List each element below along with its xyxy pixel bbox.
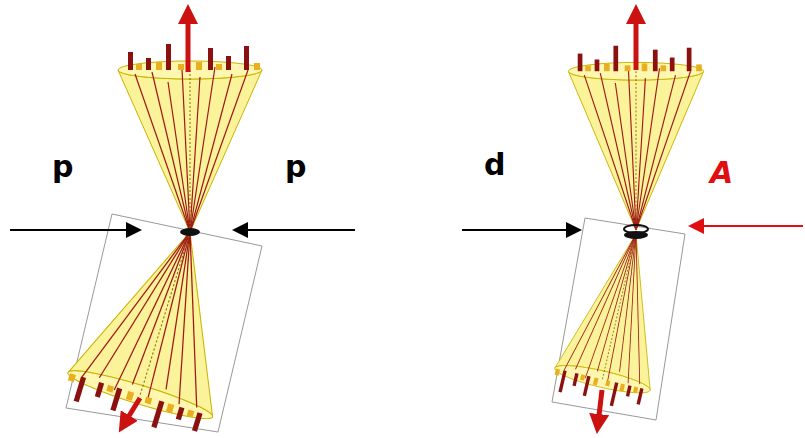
particle-label: p [52,152,73,182]
particle-label: p [285,152,306,182]
particle-label: A [710,158,733,188]
particle-label: d [484,150,505,180]
